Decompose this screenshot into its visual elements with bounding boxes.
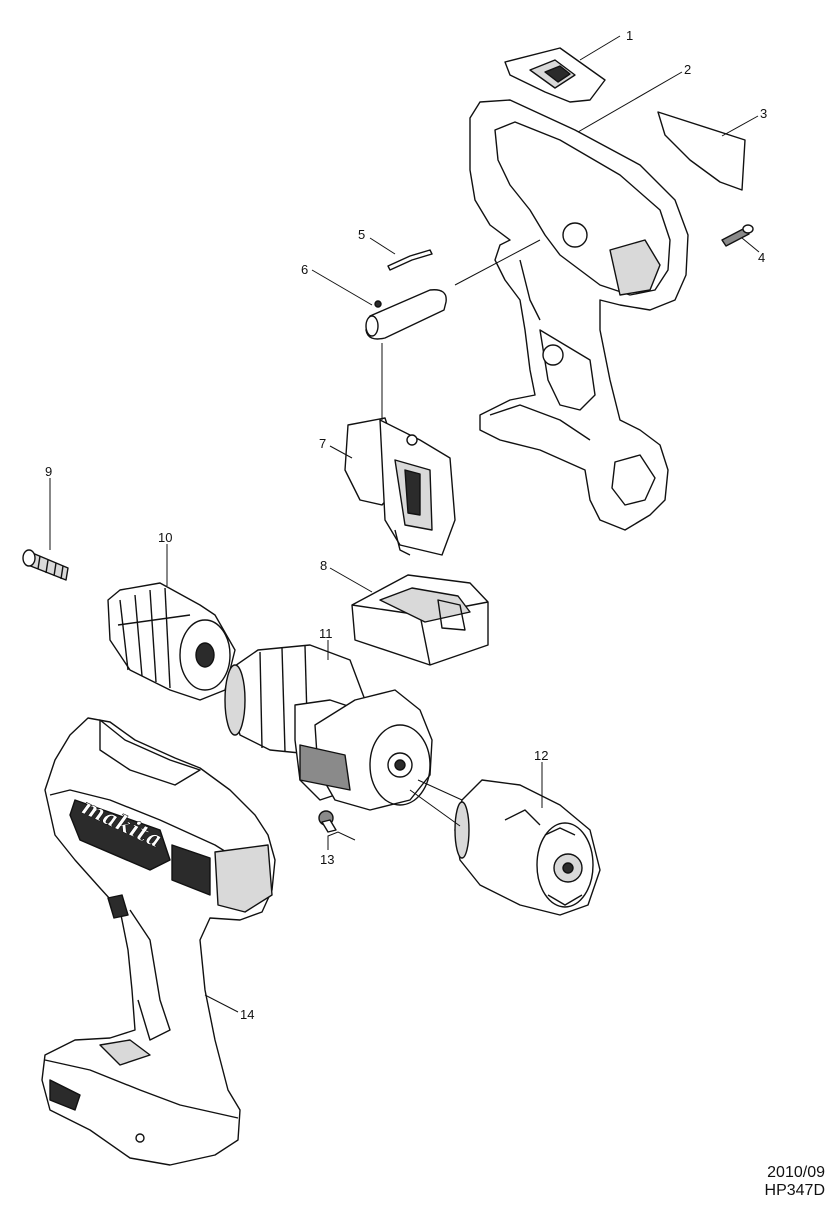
part-8-holder xyxy=(351,574,489,666)
part-12-dc-motor xyxy=(454,779,601,916)
part-2-housing-right xyxy=(469,99,689,531)
part-14-housing-set xyxy=(41,717,276,1166)
callout-4: 4 xyxy=(758,250,766,265)
callout-12: 12 xyxy=(534,748,549,763)
callout-11: 11 xyxy=(319,626,333,641)
part-4-tapping-screw xyxy=(721,224,754,247)
revision-date: 2010/09 xyxy=(767,1164,825,1181)
part-11-gear-assembly xyxy=(224,644,433,811)
part-6-change-lever xyxy=(365,289,447,340)
part-3-name-plate xyxy=(657,111,746,191)
callout-5: 5 xyxy=(358,227,366,242)
footer-block: 2010/09 HP347D xyxy=(765,1164,825,1199)
callout-10: 10 xyxy=(158,530,173,545)
part-7-switch xyxy=(344,417,456,556)
callout-2: 2 xyxy=(684,62,692,77)
callout-3: 3 xyxy=(760,106,768,121)
callout-13: 13 xyxy=(320,852,335,867)
part-1-slide-button xyxy=(504,47,606,103)
callout-14: 14 xyxy=(240,1007,255,1022)
part-5-leaf-spring xyxy=(387,249,433,271)
callout-6: 6 xyxy=(301,262,309,277)
callout-1: 1 xyxy=(626,28,634,43)
callout-9: 9 xyxy=(45,464,53,479)
model-number: HP347D xyxy=(764,1181,825,1199)
callout-7: 7 xyxy=(319,436,327,451)
part-10-keyless-chuck xyxy=(107,582,236,701)
part-9-screw xyxy=(22,549,69,581)
callout-8: 8 xyxy=(320,558,328,573)
part-13-screw xyxy=(318,810,337,833)
leader-lines xyxy=(49,35,760,1013)
